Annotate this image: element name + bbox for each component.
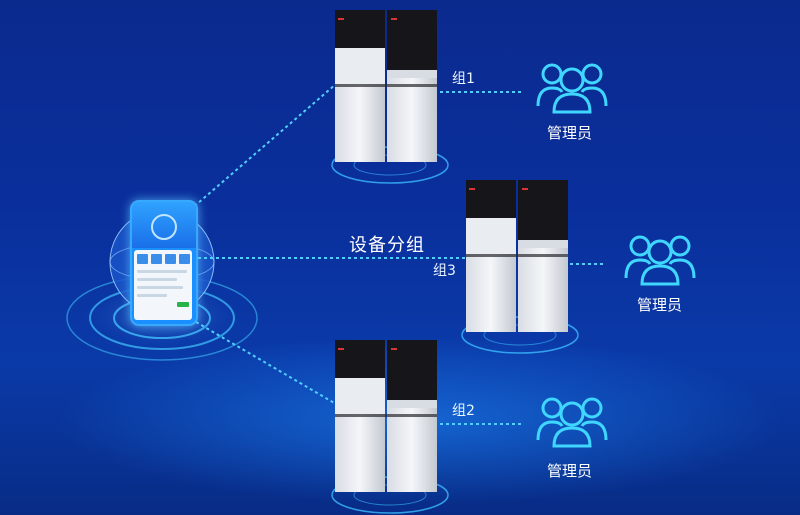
group-label-3: 组3 [433,263,456,279]
admin-group-icon [536,397,608,448]
admin-label-1: 管理员 [547,124,593,142]
water-dispenser-icon [335,340,437,492]
group-label-1: 组1 [452,71,475,87]
group-label-2: 组2 [452,403,475,419]
phone-icon [130,200,198,326]
diagram-title: 设备分组 [349,235,425,256]
admin-group-icon [536,63,608,114]
admin-group-icon [624,235,696,286]
admin-label-2: 管理员 [547,462,593,480]
water-dispenser-icon [466,180,568,332]
connectors [189,83,604,425]
admin-label-3: 管理员 [637,296,683,314]
water-dispenser-icon [335,10,437,162]
